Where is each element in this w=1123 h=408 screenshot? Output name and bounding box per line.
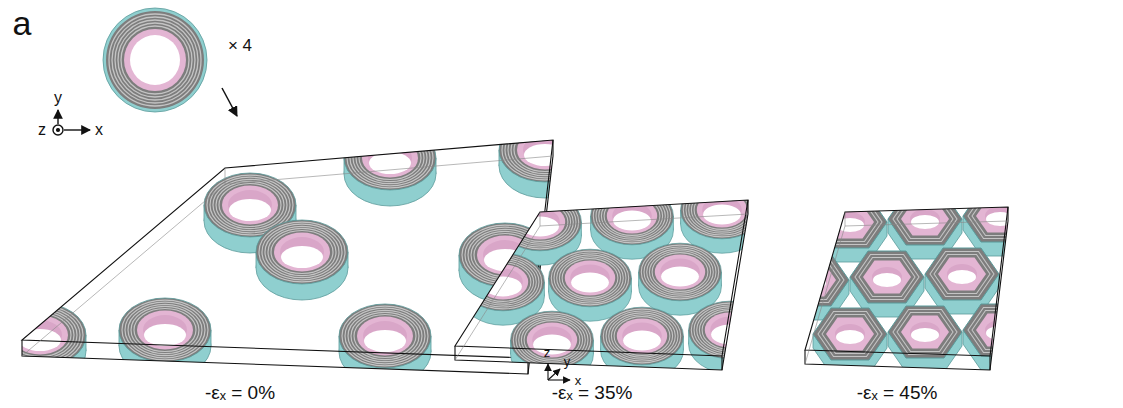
simulation-box [22,140,553,374]
ring-top-view [103,8,207,112]
axis-label: z [544,346,551,360]
ring-lattice [462,181,772,383]
axis-label: z [38,121,46,139]
axis-label: y [564,355,571,369]
ring-lattice [775,190,1037,374]
simulation-box [805,207,1008,370]
strain-label: -εₓ = 35% [552,383,633,404]
panel-letter: a [13,5,32,42]
ring-lattice [0,118,591,384]
pointer-arrow [222,88,237,116]
simulation-box [455,200,748,370]
strain-label: -εₓ = 45% [857,383,938,404]
axis-label: x [95,121,103,139]
axis-triad [53,110,90,135]
strain-label: -εₓ = 0% [205,383,275,404]
count-label: × 4 [228,37,252,56]
axis-label: y [54,89,62,107]
